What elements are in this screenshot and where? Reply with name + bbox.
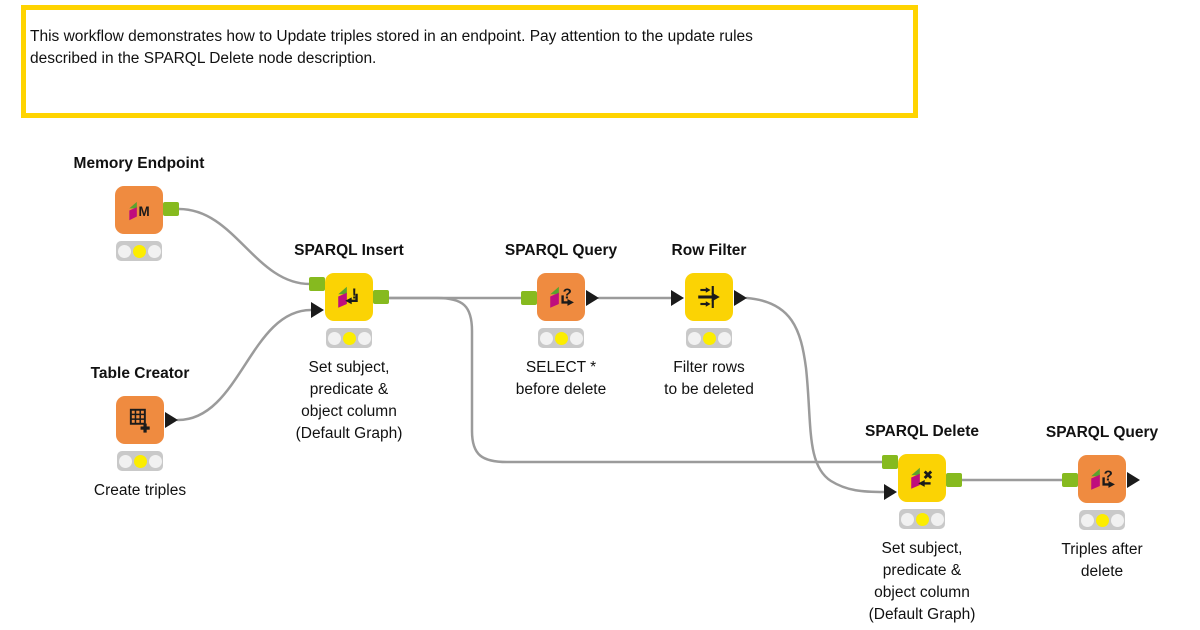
memory-endpoint-icon: M xyxy=(129,201,150,221)
node-title: SPARQL Delete xyxy=(865,423,979,440)
node-sparql-delete[interactable]: SPARQL Delete Set subject, predicate & o… xyxy=(865,423,979,623)
output-port[interactable] xyxy=(946,473,962,487)
node-body xyxy=(685,273,733,321)
node-caption: SELECT * before delete xyxy=(515,359,607,398)
output-port[interactable] xyxy=(165,412,178,428)
input-port[interactable] xyxy=(521,291,537,305)
traffic-light-status xyxy=(326,328,372,348)
node-title: SPARQL Query xyxy=(1045,424,1159,441)
sparql-delete-icon xyxy=(911,467,933,489)
node-caption: Create triples xyxy=(93,482,187,499)
traffic-light-status xyxy=(1079,510,1125,530)
node-title: SPARQL Query xyxy=(504,242,618,259)
connection-row-filter-to-sparql-delete[interactable] xyxy=(745,296,886,494)
status-dot-green xyxy=(357,331,371,345)
node-sparql-insert[interactable]: SPARQL Insert ! Set subject, predicate &… xyxy=(294,242,404,442)
status-dot-green xyxy=(930,512,944,526)
node-caption: Filter rows to be deleted xyxy=(664,359,754,398)
input-port-table[interactable] xyxy=(311,302,324,318)
status-dot-green xyxy=(1110,513,1124,527)
node-body: ? xyxy=(1078,455,1126,503)
node-table-creator[interactable]: Table Creator Create triples xyxy=(91,365,190,499)
node-sparql-query-before[interactable]: SPARQL Query ? SELECT * before delete xyxy=(505,242,617,398)
status-dot-red xyxy=(117,244,131,258)
connection-sparql-insert-to-sparql-delete[interactable] xyxy=(387,296,884,464)
output-port[interactable] xyxy=(586,290,599,306)
status-dot-green xyxy=(569,331,583,345)
traffic-light-status xyxy=(899,509,945,529)
input-port[interactable] xyxy=(1062,473,1078,487)
svg-text:?: ? xyxy=(1104,468,1113,485)
node-title: Table Creator xyxy=(90,365,190,382)
status-dot-yellow xyxy=(342,331,356,345)
svg-text:?: ? xyxy=(563,286,572,303)
input-port-endpoint[interactable] xyxy=(309,277,325,291)
status-dot-red xyxy=(327,331,341,345)
status-dot-green xyxy=(717,331,731,345)
status-dot-red xyxy=(900,512,914,526)
status-dot-red xyxy=(1080,513,1094,527)
table-creator-icon xyxy=(129,408,150,433)
svg-text:M: M xyxy=(138,204,149,219)
status-dot-red xyxy=(118,454,132,468)
node-body: ! xyxy=(325,273,373,321)
status-dot-yellow xyxy=(915,512,929,526)
traffic-light-status xyxy=(538,328,584,348)
row-filter-icon xyxy=(698,286,720,308)
traffic-light-status xyxy=(686,328,732,348)
node-title: Row Filter xyxy=(671,242,747,259)
status-dot-yellow xyxy=(702,331,716,345)
traffic-light-status xyxy=(117,451,163,471)
node-caption: Triples after delete xyxy=(1061,541,1143,580)
traffic-light-status xyxy=(116,241,162,261)
node-memory-endpoint[interactable]: Memory Endpoint M xyxy=(74,155,204,261)
input-port-table[interactable] xyxy=(884,484,897,500)
sparql-insert-icon: ! xyxy=(338,286,358,308)
node-caption: Set subject, predicate & object column (… xyxy=(868,540,976,623)
node-title: Memory Endpoint xyxy=(73,155,205,172)
sparql-query-icon: ? xyxy=(1091,468,1115,490)
output-port[interactable] xyxy=(373,290,389,304)
node-body xyxy=(898,454,946,502)
status-dot-red xyxy=(539,331,553,345)
node-sparql-query-after[interactable]: SPARQL Query ? Triples after delete xyxy=(1046,424,1158,580)
output-port[interactable] xyxy=(163,202,179,216)
node-body: M xyxy=(115,186,163,234)
node-row-filter[interactable]: Row Filter Filter rows to be deleted xyxy=(664,242,754,398)
workflow-annotation[interactable]: This workflow demonstrates how to Update… xyxy=(21,5,918,118)
status-dot-red xyxy=(687,331,701,345)
node-body xyxy=(116,396,164,444)
input-port[interactable] xyxy=(671,290,684,306)
sparql-query-icon: ? xyxy=(550,286,574,308)
connection-memory-endpoint-to-sparql-insert[interactable] xyxy=(177,207,312,286)
output-port[interactable] xyxy=(734,290,747,306)
node-caption: Set subject, predicate & object column (… xyxy=(295,359,403,442)
status-dot-green xyxy=(147,244,161,258)
input-port-endpoint[interactable] xyxy=(882,455,898,469)
connection-table-creator-to-sparql-insert[interactable] xyxy=(176,308,313,422)
node-body: ? xyxy=(537,273,585,321)
output-port[interactable] xyxy=(1127,472,1140,488)
status-dot-yellow xyxy=(1095,513,1109,527)
status-dot-yellow xyxy=(554,331,568,345)
node-title: SPARQL Insert xyxy=(294,242,404,259)
svg-text:!: ! xyxy=(352,286,357,303)
status-dot-yellow xyxy=(132,244,146,258)
status-dot-yellow xyxy=(133,454,147,468)
status-dot-green xyxy=(148,454,162,468)
